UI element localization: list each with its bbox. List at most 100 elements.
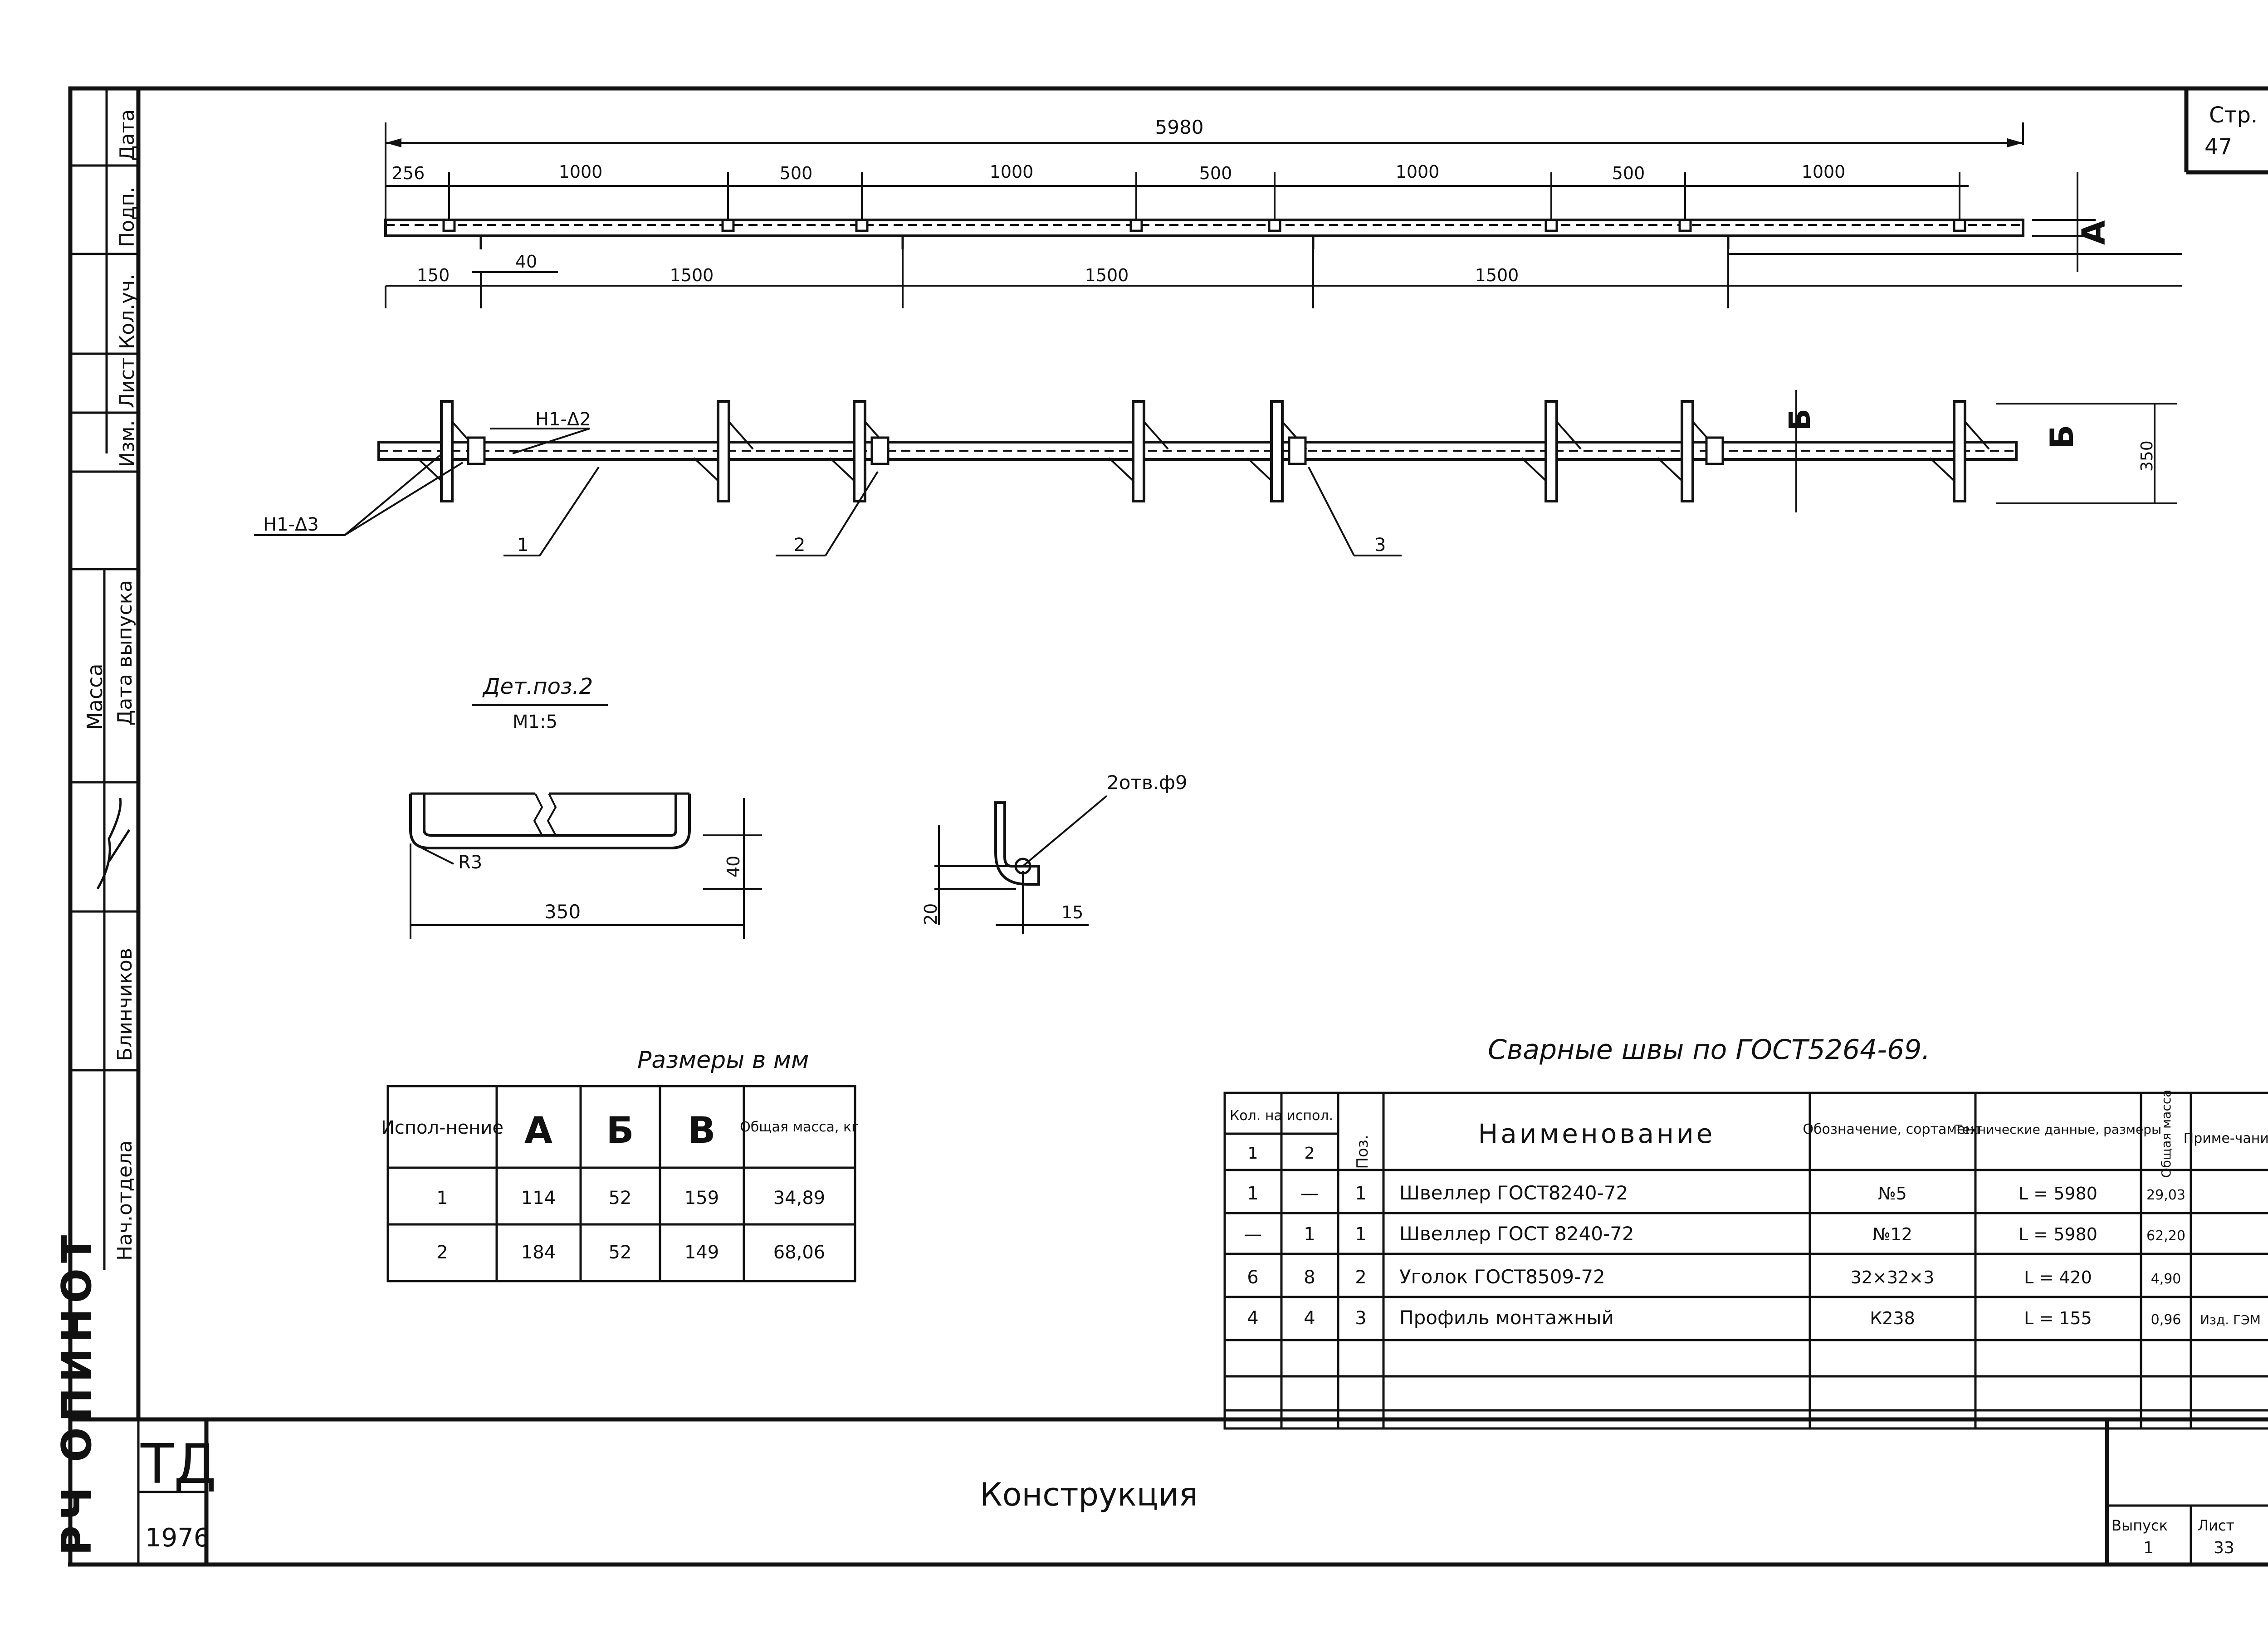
td-code: ТД <box>140 1433 216 1496</box>
dims-table-title: Размеры в мм <box>637 1047 809 1074</box>
side-stamp: Дата Подп. Кол.уч. Лист Изм. Масса Дата … <box>53 88 141 1555</box>
weld-tick <box>1556 421 1582 450</box>
detail-title: Дет.поз.2 <box>482 674 593 699</box>
spec-cell: 0,96 <box>2151 1312 2181 1328</box>
side-view: Н1-Δ2 Н1-Δ3 1 2 3 Б Б 350 <box>254 390 2177 556</box>
weld-tick <box>1246 457 1272 482</box>
dims-cell: 1 <box>436 1188 448 1209</box>
dims-cell: 149 <box>684 1242 719 1263</box>
mounting-profile <box>870 436 890 465</box>
bottom-seg-3: 1500 <box>1475 265 1519 285</box>
detail-length: 350 <box>544 901 581 923</box>
weld-tick <box>1521 457 1547 482</box>
spec-cell: L = 420 <box>2024 1267 2092 1287</box>
spec-cell: 1 <box>1355 1224 1366 1245</box>
height-350: 350 <box>2138 440 2156 472</box>
dims-cell: 52 <box>609 1242 632 1263</box>
dims-h3: В <box>688 1109 716 1151</box>
spec-h-name: Наименование <box>1478 1118 1716 1149</box>
spec-h-designation: Обозначение, сортамент <box>1803 1121 1982 1137</box>
spec-h-qty2: 2 <box>1305 1144 1315 1163</box>
spec-cell: — <box>1244 1224 1262 1245</box>
drawing-title: Конструкция <box>980 1476 1198 1513</box>
channel-clip <box>1953 219 1966 232</box>
dims-cell: 114 <box>521 1188 556 1209</box>
channel-clip <box>1678 219 1692 232</box>
dims-cell: 52 <box>609 1188 632 1209</box>
bottom-clip-marker <box>469 234 482 249</box>
channel-clip <box>442 219 456 232</box>
angle-brackets <box>416 400 1990 502</box>
dims-h4: Общая масса, кг <box>740 1119 859 1135</box>
dims-cell: 184 <box>521 1242 556 1263</box>
holes-note: 2отв.ф9 <box>1107 771 1188 794</box>
title-block: ТД 1976 Конструкция Выпуск 1 Лист 33 <box>70 1417 2268 1565</box>
angle-bracket <box>440 400 454 502</box>
spec-cell: 2 <box>1355 1267 1366 1288</box>
weld-tick <box>1929 457 1955 482</box>
spec-h-mass: Общая масса <box>2159 1090 2174 1178</box>
angle-bracket <box>1681 400 1694 502</box>
top-seg-1: 1000 <box>559 162 603 182</box>
spec-cell: Уголок ГОСТ8509-72 <box>1399 1266 1605 1288</box>
weld-tick <box>829 457 855 482</box>
spec-cell: L = 5980 <box>2019 1224 2097 1244</box>
bottom-clip-marker <box>891 234 904 249</box>
mounting-profile <box>1705 436 1724 465</box>
dims-h2: Б <box>606 1109 634 1151</box>
bottom-seg-2: 1500 <box>1085 265 1129 285</box>
mounting-profile <box>467 436 486 465</box>
pos-label-2: 2 <box>794 535 805 556</box>
weld-tick <box>693 457 719 482</box>
spec-cell: 4,90 <box>2151 1271 2181 1287</box>
section-a-label: А <box>2075 220 2112 245</box>
sheet-label: Лист <box>2198 1517 2234 1534</box>
offset-40: 40 <box>515 252 537 272</box>
stamp-signature <box>96 798 131 890</box>
stamp-sign: Подп. <box>116 187 139 247</box>
angle-bracket <box>717 400 730 502</box>
spec-cell: 62,20 <box>2146 1228 2185 1244</box>
page-number: 47 <box>2204 134 2232 160</box>
weld-tick <box>1108 457 1134 482</box>
dims-h1: А <box>524 1109 552 1151</box>
channel-clip <box>721 219 735 232</box>
dims-cell: 2 <box>436 1242 448 1263</box>
channel-clip <box>1129 219 1143 232</box>
issue-value: 1 <box>2143 1539 2154 1557</box>
weld-tick <box>1964 421 1990 450</box>
angle-bracket <box>853 400 866 502</box>
angle-bracket <box>1953 400 1966 502</box>
stamp-dept-head: Нач.отдела <box>113 1141 137 1261</box>
detail-radius: R3 <box>458 852 482 873</box>
bracket-profile <box>409 794 691 849</box>
stamp-change: Изм. <box>116 420 139 468</box>
sheet-value: 33 <box>2214 1539 2234 1557</box>
channel-beam-plan <box>384 219 2024 237</box>
weld-tick <box>728 421 754 450</box>
mounting-profile <box>1288 436 1307 465</box>
stamp-mass: Масса <box>83 663 107 730</box>
spec-cell: 3 <box>1355 1308 1366 1329</box>
section-b-label-2: Б <box>2043 425 2081 449</box>
stamp-author: Блинчиков <box>113 948 137 1061</box>
detail-scale: М1:5 <box>513 712 557 732</box>
spec-h-qty1: 1 <box>1248 1144 1258 1163</box>
weld-note-top: Н1-Δ2 <box>535 409 591 430</box>
spec-cell: К238 <box>1870 1308 1915 1328</box>
dim-15: 15 <box>1061 902 1083 922</box>
spec-cell: 4 <box>1247 1308 1258 1329</box>
bottom-seg-1: 1500 <box>670 265 714 285</box>
weld-tick <box>1143 421 1169 450</box>
spec-cell: 1 <box>1247 1183 1258 1204</box>
bottom-clip-marker <box>1302 234 1315 249</box>
angle-bracket <box>1132 400 1145 502</box>
spec-cell: 4 <box>1304 1308 1315 1329</box>
spec-cell: Швеллер ГОСТ8240-72 <box>1399 1182 1628 1204</box>
weld-tick <box>416 457 442 482</box>
pos-label-1: 1 <box>517 535 528 556</box>
detail-height: 40 <box>723 856 743 877</box>
dims-h0: Испол-нение <box>381 1117 503 1138</box>
top-seg-4: 500 <box>1199 163 1232 183</box>
